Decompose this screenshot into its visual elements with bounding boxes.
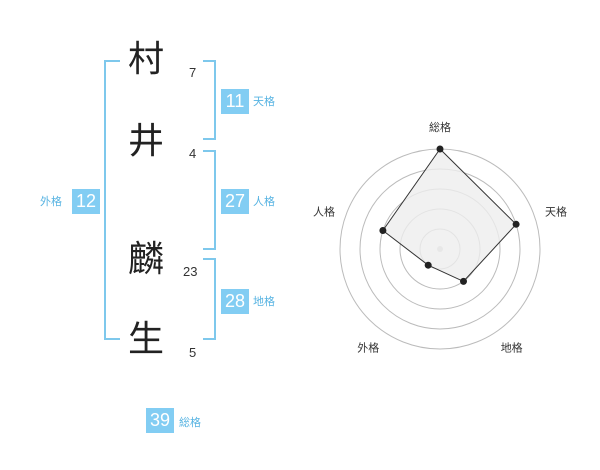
radar-axis-label-4: 外格 [357, 341, 379, 355]
jinkaku-bracket [203, 150, 216, 250]
name-char-1: 村 [127, 39, 164, 80]
soukaku-label: 総格 [179, 416, 201, 429]
tenkaku-bracket [203, 60, 216, 140]
name-char-3: 麟 [127, 239, 164, 280]
jinkaku-label: 人格 [253, 195, 275, 208]
gaikaku-bracket [104, 60, 120, 340]
radar-axis-label-3: 地格 [501, 341, 523, 355]
soukaku-value: 39 [146, 408, 174, 433]
radar-axis-label-2: 天格 [545, 204, 567, 218]
gaikaku-value: 12 [72, 189, 100, 214]
stroke-count-4: 5 [189, 345, 197, 360]
radar-axis-label-5: 人格 [313, 204, 335, 218]
radar-points [379, 145, 520, 285]
gaikaku-label: 外格 [40, 195, 62, 208]
stroke-count-3: 23 [183, 264, 198, 279]
radar-axis-label-1: 総格 [429, 120, 451, 134]
chikaku-bracket [203, 258, 216, 340]
name-char-2: 井 [127, 121, 164, 162]
tenkaku-label: 天格 [253, 95, 275, 108]
tenkaku-value: 11 [221, 89, 249, 114]
radar-point-2 [512, 220, 520, 228]
stroke-count-1: 7 [189, 65, 197, 80]
name-char-4: 生 [127, 319, 164, 360]
radar-point-3 [460, 277, 467, 285]
radar-point-1 [436, 145, 444, 153]
jinkaku-value: 27 [221, 189, 249, 214]
chikaku-value: 28 [221, 289, 249, 314]
radar-point-4 [424, 261, 432, 269]
stroke-count-2: 4 [189, 146, 197, 161]
radar-point-5 [379, 227, 387, 234]
chikaku-label: 地格 [253, 295, 275, 308]
radar-polygon [382, 148, 517, 283]
